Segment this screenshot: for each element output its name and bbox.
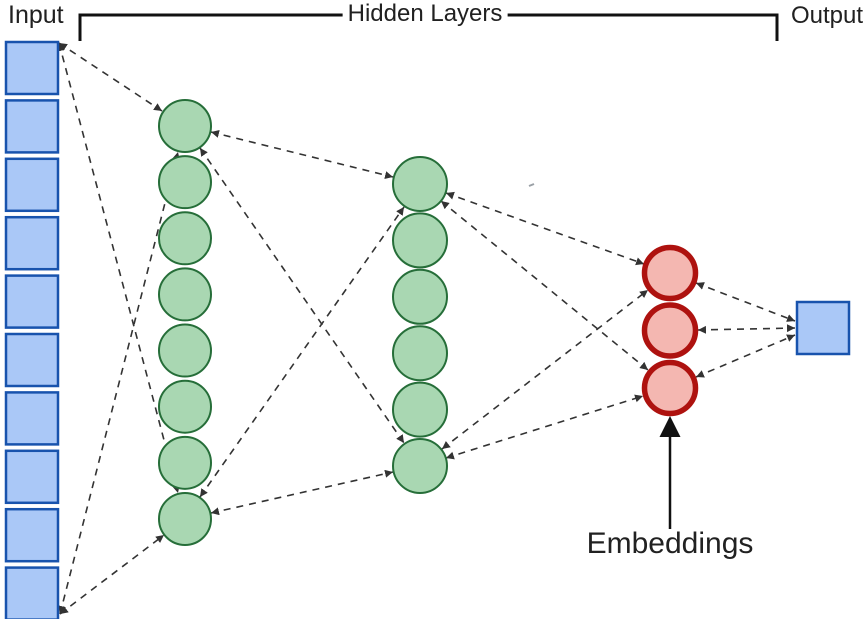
stray-speck (528, 183, 535, 187)
connector-edge (695, 282, 796, 322)
connector-edge (697, 324, 796, 334)
hidden-1-node (158, 99, 212, 153)
output-label: Output (791, 2, 864, 29)
embeddings-pointer-arrowhead (659, 416, 681, 437)
connector-edge (210, 130, 394, 179)
hidden-1-node (158, 379, 212, 434)
hidden-2-node (392, 212, 448, 269)
hidden-1-node (158, 323, 212, 378)
hidden-2-node (392, 438, 448, 494)
hidden-2-node (392, 156, 448, 212)
input-node (4, 391, 60, 446)
input-node (4, 507, 60, 563)
embeddings-label: Embeddings (586, 527, 754, 560)
hidden-layers-bracket (78, 13, 779, 41)
input-node (4, 566, 60, 619)
input-node (4, 449, 60, 505)
connector-edge (58, 151, 180, 615)
input-label: Input (8, 1, 64, 29)
connector-edge (59, 534, 165, 615)
output-node (795, 300, 851, 356)
connector-edge (199, 206, 405, 498)
connector-edge (441, 289, 649, 450)
input-node (4, 215, 60, 271)
hidden-2-node (392, 325, 448, 382)
connector-edge (445, 394, 644, 460)
hidden-1-node (158, 491, 212, 546)
input-node (4, 332, 60, 388)
embeddings-node (641, 244, 699, 302)
hidden-1-node (158, 155, 212, 210)
embeddings-node (641, 359, 699, 417)
input-node (4, 40, 60, 96)
hidden-layers-label: Hidden Layers (342, 0, 508, 28)
hidden-2-node (392, 268, 448, 325)
input-node (4, 99, 60, 154)
connector-edge (199, 147, 405, 444)
connector-edge (695, 334, 796, 378)
hidden-1-node (158, 211, 212, 266)
hidden-1-node (158, 267, 212, 322)
embeddings-node (641, 302, 699, 359)
hidden-1-node (158, 435, 212, 490)
connector-edge (210, 469, 394, 516)
input-node (4, 157, 60, 213)
connector-edge (58, 42, 163, 112)
hidden-2-node (392, 381, 448, 438)
input-node (4, 274, 60, 329)
connector-edge (440, 200, 649, 371)
